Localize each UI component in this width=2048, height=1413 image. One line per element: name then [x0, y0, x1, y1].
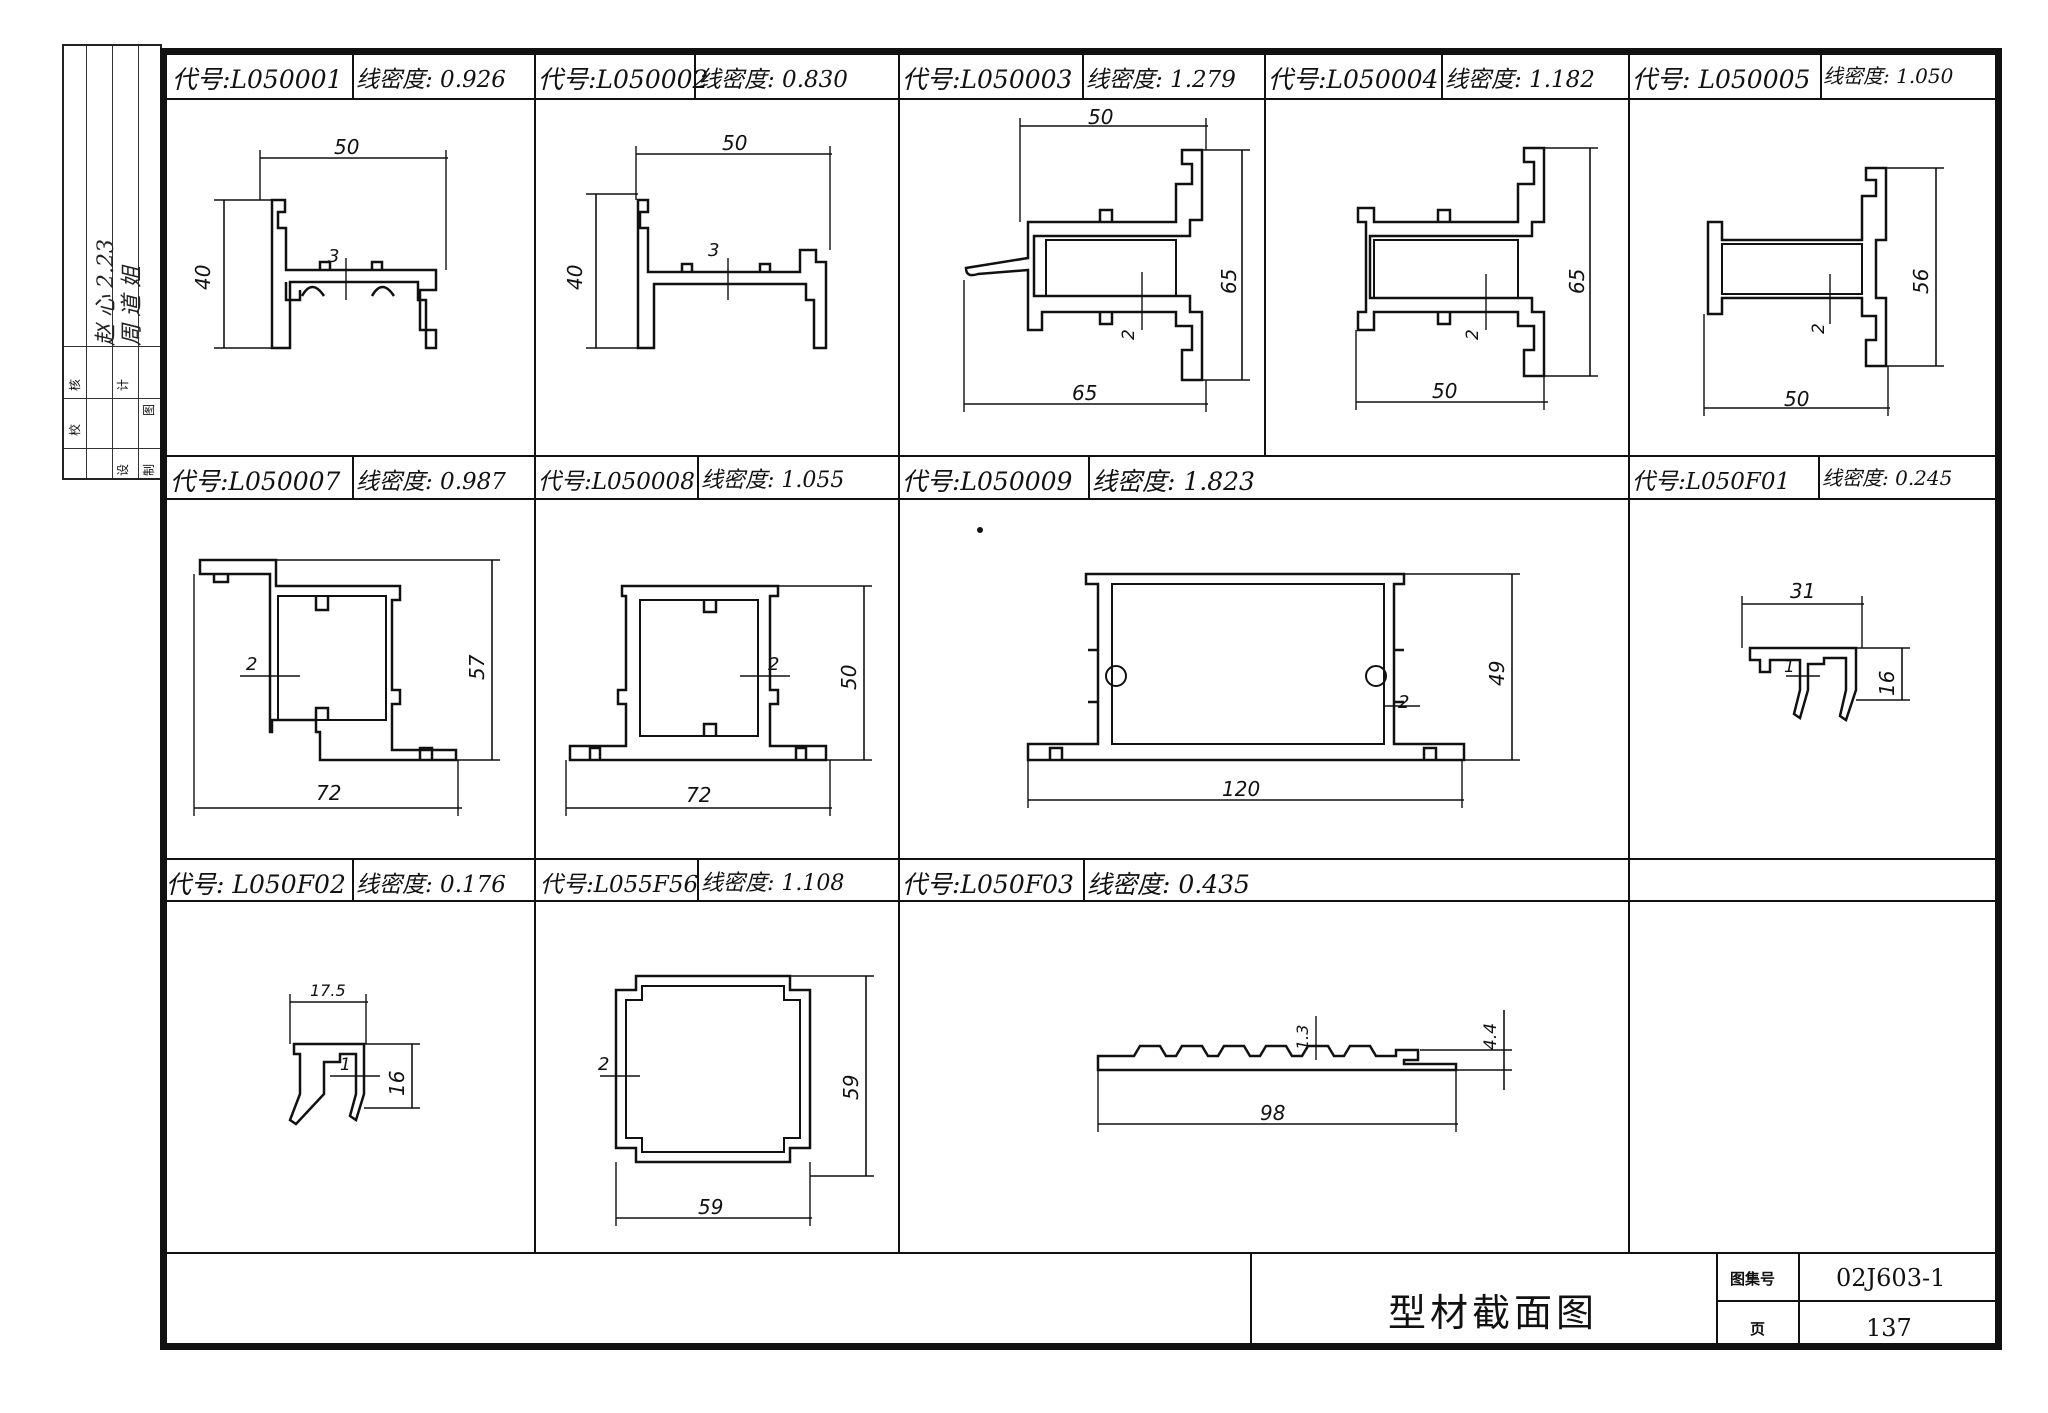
- dim-label: 16: [1875, 671, 1899, 696]
- density-label-L050F02: 线密度: 0.176: [356, 872, 506, 898]
- code-label-L055F56: 代号:L055F56: [540, 872, 699, 898]
- dim-label: 1: [1784, 657, 1795, 677]
- profile-L050F02: 17.5 1 16: [288, 981, 420, 1126]
- dim-label: 40: [191, 265, 215, 290]
- code-label-L050F03: 代号:L050F03: [902, 870, 1074, 899]
- page-number: 137: [1866, 1314, 1912, 1342]
- density-label-L050001: 线密度: 0.926: [356, 67, 506, 93]
- profile-L050007: 2 57 72: [193, 558, 500, 816]
- density-label-L050004: 线密度: 1.182: [1445, 67, 1595, 93]
- density-label-L050F03: 线密度: 0.435: [1087, 870, 1250, 899]
- profile-L050008: 2 50 72: [565, 584, 872, 816]
- profile-L050009: 49 2 120: [977, 527, 1520, 808]
- code-label-L050F01: 代号:L050F01: [1632, 469, 1791, 495]
- dim-label: 50: [334, 135, 359, 159]
- dim-label: 57: [465, 654, 489, 680]
- profile-L050004: 65 2 50: [1355, 146, 1598, 410]
- profile-L050F03: 1.3 4.4 98: [1096, 1010, 1512, 1132]
- dim-label: 2: [246, 654, 257, 675]
- dim-label: 3: [708, 240, 719, 261]
- dim-label: 2: [1119, 329, 1139, 340]
- dim-label: 40: [563, 265, 587, 290]
- code-label-L050005: 代号: L050005: [1632, 65, 1811, 94]
- dim-label: 50: [837, 665, 861, 690]
- dim-label: 59: [839, 1075, 863, 1100]
- atlas-number-label: 图集号: [1730, 1270, 1776, 1288]
- code-label-L050007: 代号:L050007: [170, 467, 341, 496]
- dim-label: 2: [1809, 323, 1829, 334]
- density-label-L050F01: 线密度: 0.245: [1822, 466, 1953, 490]
- dim-label: 50: [722, 131, 747, 155]
- code-label-L050004: 代号:L050004: [1268, 65, 1439, 94]
- code-label-L050008: 代号:L050008: [538, 469, 695, 495]
- dim-label: 50: [1432, 379, 1457, 403]
- dim-label: 2: [1463, 329, 1483, 340]
- dim-label: 72: [316, 781, 341, 805]
- code-label-L050001: 代号:L050001: [172, 65, 343, 94]
- dim-label: 59: [698, 1195, 723, 1219]
- code-label-L050F02: 代号: L050F02: [166, 870, 346, 899]
- dim-label: 16: [385, 1071, 409, 1096]
- dim-label: 50: [1088, 105, 1113, 129]
- density-label-L050002: 线密度: 0.830: [698, 67, 848, 93]
- density-label-L055F56: 线密度: 1.108: [701, 871, 845, 896]
- profile-L055F56: 2 59 59: [598, 974, 874, 1226]
- drawing-title: 型材截面图: [1388, 1291, 1599, 1335]
- profile-L050005: 56 2 50: [1703, 166, 1944, 416]
- density-label-L050009: 线密度: 1.823: [1092, 467, 1255, 496]
- dim-label: 1.3: [1293, 1025, 1312, 1050]
- profile-L050002: 50 40 3: [563, 131, 832, 350]
- dim-label: 65: [1217, 269, 1241, 294]
- dim-label: 98: [1260, 1101, 1285, 1125]
- profile-L050003: 50 65 2 65: [963, 105, 1250, 412]
- dim-label: 4.4: [1481, 1023, 1501, 1050]
- density-label-L050008: 线密度: 1.055: [701, 468, 845, 493]
- code-label-L050002: 代号:L050002: [538, 65, 709, 94]
- dim-label: 17.5: [310, 981, 346, 1000]
- dim-label: 2: [598, 1054, 609, 1075]
- profile-L050001: 50 40 3: [191, 135, 448, 350]
- density-label-L050005: 线密度: 1.050: [1823, 64, 1954, 88]
- dim-label: 65: [1072, 381, 1097, 405]
- dim-label: 2: [768, 654, 779, 675]
- dim-label: 2: [1398, 692, 1409, 713]
- drawing-frame: [160, 48, 2002, 1350]
- dim-label: 56: [1909, 269, 1933, 294]
- dim-label: 50: [1784, 387, 1809, 411]
- atlas-number: 02J603-1: [1836, 1264, 1946, 1292]
- density-label-L050003: 线密度: 1.279: [1086, 67, 1236, 93]
- code-label-L050003: 代号:L050003: [902, 65, 1073, 94]
- dim-label: 31: [1790, 579, 1815, 603]
- dim-label: 65: [1565, 269, 1589, 294]
- dim-label: 1: [340, 1055, 351, 1075]
- code-label-L050009: 代号:L050009: [902, 467, 1073, 496]
- dim-label: 72: [686, 783, 711, 807]
- density-label-L050007: 线密度: 0.987: [356, 469, 506, 495]
- profile-L050F01: 31 1 16: [1741, 579, 1910, 722]
- dim-label: 3: [328, 246, 339, 267]
- page-label: 页: [1750, 1320, 1766, 1338]
- dim-label: 120: [1222, 777, 1260, 801]
- dim-label: 49: [1485, 661, 1509, 686]
